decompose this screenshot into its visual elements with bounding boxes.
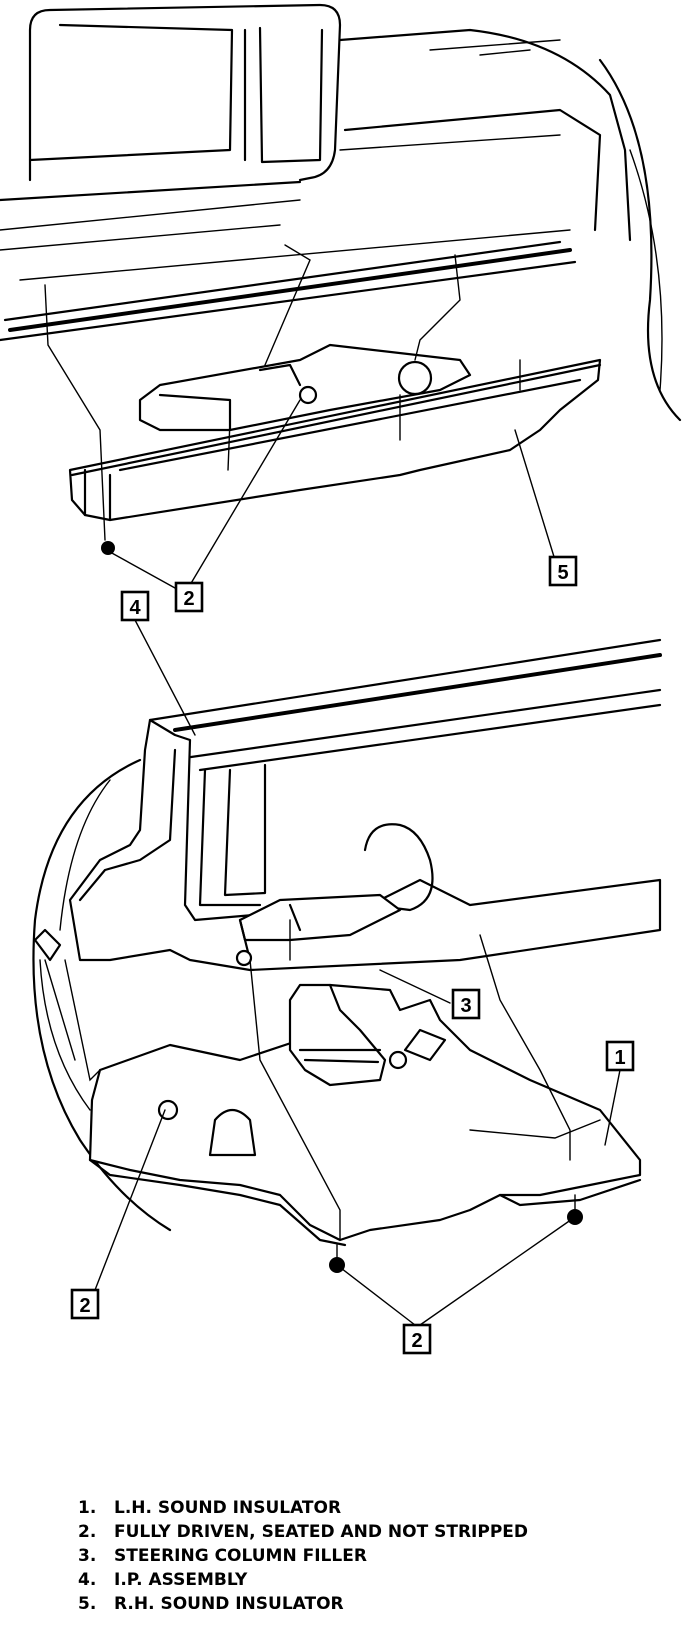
bottom-view: 4 3 1 2 2 [32,590,662,1355]
parts-legend: 1.L.H. SOUND INSULATOR 2.FULLY DRIVEN, S… [78,1496,528,1616]
foot-rest-knob [208,1108,257,1157]
top-view: 2 5 [0,3,682,613]
glovebox-frame [28,3,342,182]
steering-column-opening [363,823,434,912]
steering-column-filler [238,893,402,942]
svg-text:4: 4 [129,597,141,619]
body-curve-left [32,758,172,1232]
top-fastener [101,541,115,555]
legend-item: 3.STEERING COLUMN FILLER [78,1546,367,1566]
glovebox-inner [28,23,324,164]
callout-bottom-2-left: 2 [70,1288,100,1320]
svg-text:3: 3 [460,995,471,1017]
leader-lines-bottom [44,919,601,1241]
svg-text:2: 2 [183,588,194,610]
leader-lines-top [44,244,521,541]
legend-item: 5.R.H. SOUND INSULATOR [78,1594,344,1614]
ip-top-edge [173,653,662,732]
ip-assembly [68,718,662,972]
legend-item: 4.I.P. ASSEMBLY [78,1570,248,1590]
svg-text:5: 5 [557,562,568,584]
lower-trim-strip [8,248,572,332]
svg-text:2: 2 [79,1295,90,1317]
svg-text:1: 1 [614,1047,625,1069]
callout-bottom-3: 3 [451,988,481,1020]
callout-bottom-2-right: 2 [402,1323,432,1355]
dash-upper [0,28,632,242]
lower-trim-edge [0,240,577,342]
dash-lines [0,39,571,281]
door-edge-curve [598,58,682,422]
callout-bottom-4: 4 [120,590,150,622]
callout-bottom-1: 1 [605,1040,635,1072]
callout-top-5: 5 [548,555,578,587]
legend-item: 2.FULLY DRIVEN, SEATED AND NOT STRIPPED [78,1522,529,1542]
svg-text:2: 2 [411,1330,422,1352]
callout-top-2: 2 [174,581,204,613]
technical-illustration: 2 5 [0,3,682,1355]
legend-item: 1.L.H. SOUND INSULATOR [78,1498,342,1518]
